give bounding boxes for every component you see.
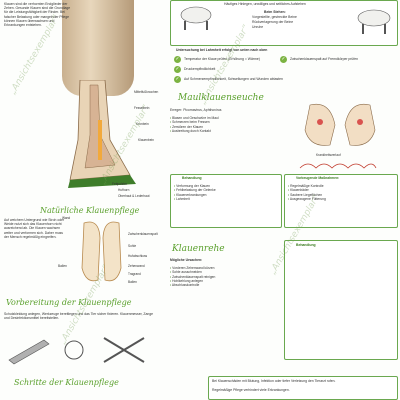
symptom-item: Ausbreitung durch Kontakt bbox=[170, 129, 280, 133]
foot-label: Sohle bbox=[128, 244, 137, 248]
section-title-maul: Maulklauenseuche bbox=[178, 93, 264, 103]
list-item: Vorderen Zehenwand kürzen bbox=[170, 266, 280, 270]
list-item: Hohlkehlung anlegen bbox=[170, 279, 280, 283]
natuerliche-text: Auf weichem Untergrund wie Stroh oder We… bbox=[4, 218, 65, 239]
foot-and-mouth-illustration bbox=[304, 103, 376, 146]
untersuchung-heading: Untersuchung bei Lahmheit erfolgt von un… bbox=[176, 48, 268, 52]
top-box-text: Unruhe bbox=[252, 25, 264, 29]
list-item: Verformung der Klauen bbox=[174, 184, 274, 188]
krankheitsverlauf-label: Krankheitsverlauf bbox=[316, 153, 341, 157]
top-box-text: Vorgestellte, gestreckte Beine bbox=[252, 15, 297, 19]
untersuchung-item: Auf Schmerzempfindlichkeit, Schwellungen… bbox=[184, 77, 283, 81]
hoof-anatomy-illustration bbox=[68, 80, 136, 188]
untersuchung-item: Druckempfindlichkeit bbox=[184, 67, 216, 71]
symptom-item: Blasen und Geschwüre im Maul bbox=[170, 116, 280, 120]
anatomy-label: Mittelfußknochen bbox=[134, 90, 159, 94]
check-icon: ✓ bbox=[280, 56, 287, 63]
anatomy-label: Kronbein bbox=[136, 122, 149, 126]
behandlung-title-2: Behandlung bbox=[296, 243, 316, 247]
foot-label: Wand bbox=[62, 216, 71, 220]
top-box-text: Rückverlagerung der Beine bbox=[252, 20, 294, 24]
list-item: Saubere Liegeflächen bbox=[288, 193, 392, 197]
cow-illustration bbox=[180, 6, 212, 30]
symptom-item: Zerstören der Klauen bbox=[170, 125, 280, 129]
klauenrehe-subtitle: Mögliche Ursachen: bbox=[170, 258, 203, 262]
krankheitsverlauf-diagram bbox=[299, 163, 377, 169]
untersuchung-item: Temperatur der Klaue prüfen (Erhöhung = … bbox=[184, 57, 260, 61]
hoof-sole-diagram bbox=[81, 221, 122, 282]
foot-label: Zwischenklauenspalt bbox=[128, 232, 158, 236]
behandlung-box-2 bbox=[284, 240, 398, 360]
anatomy-label: Oberhaut & Lederhaut bbox=[118, 194, 150, 198]
section-title-natuerliche: Natürliche Klauenpflege bbox=[40, 206, 140, 215]
footer-text: Bei Klauenschäden mit Blutung, Infektion… bbox=[212, 379, 336, 383]
vorbeugende-list: Regelmäßige Kontrolle Klauenbäder Sauber… bbox=[288, 184, 392, 201]
top-box-text: Beim Stehen: bbox=[264, 10, 286, 14]
foot-label: Tragrand bbox=[128, 272, 141, 276]
left-column: Klauen sind die verhornten Endglieder de… bbox=[0, 0, 168, 400]
behandlung-title: Behandlung bbox=[182, 176, 202, 180]
check-icon: ✓ bbox=[174, 56, 181, 63]
foot-label: Zehenwand bbox=[128, 264, 145, 268]
vorbeugende-title: Vorbeugende Maßnahmen: bbox=[296, 176, 340, 180]
list-item: Regelmäßige Kontrolle bbox=[288, 184, 392, 188]
right-column: Häufiges Hinlegen, unwilliges und seitli… bbox=[168, 0, 400, 400]
list-item: Ausgewogene Fütterung bbox=[288, 197, 392, 201]
foot-label: Hufabschluss bbox=[128, 254, 148, 258]
list-item: Sohle ausschneiden bbox=[170, 270, 280, 274]
anatomy-label: Fesselbein bbox=[134, 106, 150, 110]
intro-text: Klauen sind die verhornten Endglieder de… bbox=[4, 2, 71, 28]
untersuchung-item: Zwischenklauenspalt auf Fremdkörper prüf… bbox=[290, 57, 359, 61]
check-icon: ✓ bbox=[174, 66, 181, 73]
footer-text: Regelmäßige Pflege verhindert viele Erkr… bbox=[212, 388, 290, 392]
foot-label: Ballen bbox=[128, 280, 137, 284]
list-item: Lahmheit bbox=[174, 197, 274, 201]
check-icon: ✓ bbox=[174, 76, 181, 83]
list-item: Klauenerkrankungen bbox=[174, 193, 274, 197]
top-box-text: Häufiges Hinlegen, unwilliges und seitli… bbox=[224, 2, 306, 6]
list-item: Abschlusskontrolle bbox=[170, 283, 280, 287]
symptom-item: Schmerzen beim Fressen bbox=[170, 120, 280, 124]
anatomy-label: Fettpolster bbox=[112, 182, 128, 186]
anatomy-label: Klauenbein bbox=[138, 138, 154, 142]
klauenrehe-steps: Vorderen Zehenwand kürzen Sohle ausschne… bbox=[170, 266, 280, 287]
list-item: Zwischenklauenspalt reinigen bbox=[170, 275, 280, 279]
vorbereitung-text: Schutzkleidung anlegen, Werkzeuge bereit… bbox=[4, 312, 154, 321]
list-item: Klauenbäder bbox=[288, 188, 392, 192]
maul-symptoms: Blasen und Geschwüre im Maul Schmerzen b… bbox=[170, 116, 280, 133]
list-item: Fehlbelastung der Gelenke bbox=[174, 188, 274, 192]
section-title-klauenrehe: Klauenrehe bbox=[172, 244, 225, 254]
cow-illustration bbox=[357, 9, 391, 34]
foot-label: Ballen bbox=[58, 264, 67, 268]
section-title-schritte: Schritte der Klauenpflege bbox=[14, 378, 119, 387]
anatomy-label: Hufhorn bbox=[118, 188, 130, 192]
behandlung-list: Verformung der Klauen Fehlbelastung der … bbox=[174, 184, 274, 201]
tools-illustration bbox=[8, 337, 145, 365]
section-title-vorbereitung: Vorbereitung der Klauenpflege bbox=[6, 298, 132, 307]
maul-subtitle: Erreger: Picornavirus, Aphthovirus bbox=[170, 108, 222, 112]
